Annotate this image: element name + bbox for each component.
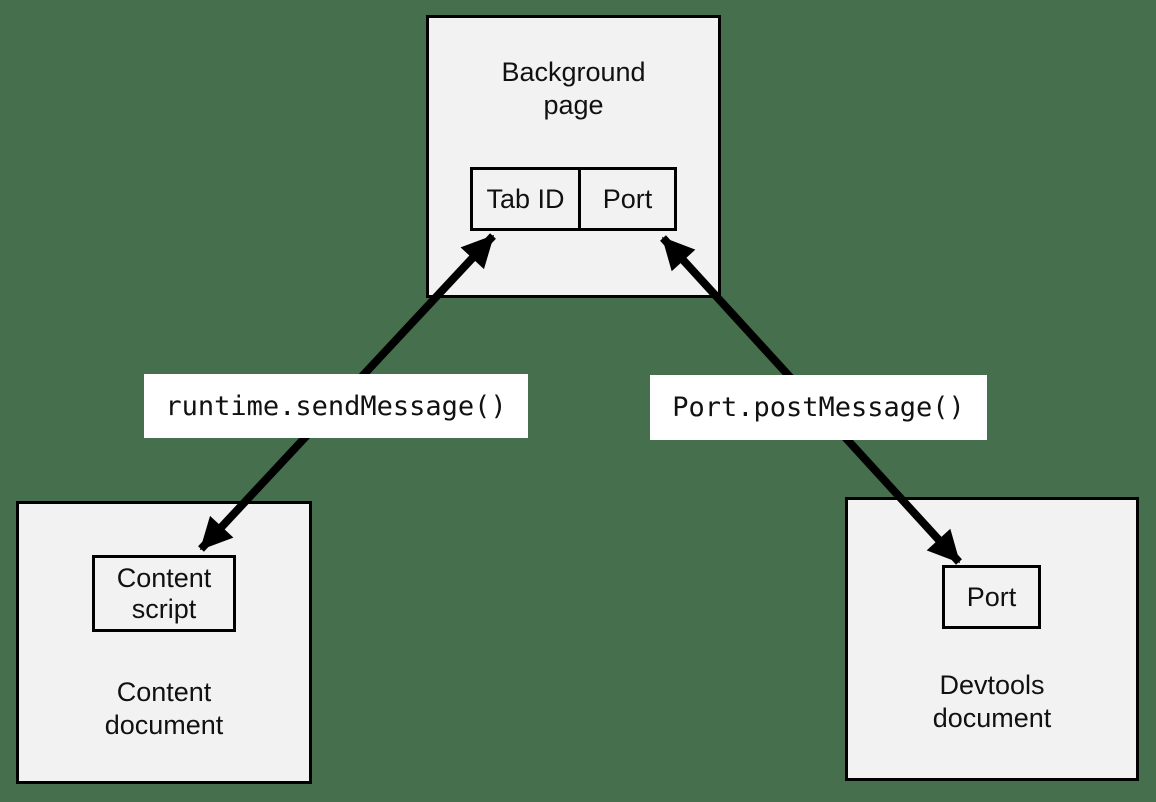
content-document-node: Content script Content document (16, 501, 312, 784)
background-page-node: Background page Tab ID Port (426, 15, 721, 298)
tabid-port-row: Tab ID Port (470, 167, 677, 231)
runtime-sendmessage-label: runtime.sendMessage() (144, 374, 528, 438)
content-script-box: Content script (92, 555, 236, 632)
background-page-title: Background page (501, 57, 646, 120)
devtools-port-box: Port (942, 565, 1041, 629)
port-postmessage-label: Port.postMessage() (650, 375, 987, 440)
background-port-cell: Port (602, 183, 653, 214)
devtools-document-node: Port Devtools document (845, 497, 1139, 781)
tab-id-cell: Tab ID (473, 170, 581, 228)
devtools-document-caption: Devtools document (932, 670, 1052, 733)
content-document-caption: Content document (104, 677, 224, 740)
